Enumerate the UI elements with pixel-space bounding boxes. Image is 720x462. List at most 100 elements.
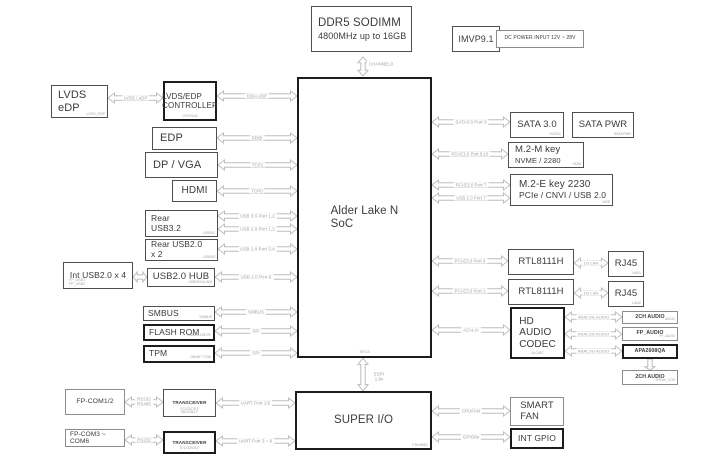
arrow-label-pcie30-port1: PCI-E3.0 Port 1: [452, 288, 488, 294]
arrow-label-rs232: RS232: [135, 437, 153, 443]
node-label: FP_AUDIO: [636, 330, 664, 337]
node-label: FP-COM3 ~ COM6: [70, 430, 106, 445]
node-edp: EDP: [152, 127, 217, 150]
arrow-label-lan2-1g: 1G LAN: [581, 290, 601, 296]
arrow-label-usb20-port8: USB 2.0 Port 8: [238, 274, 274, 280]
arrow-label-smbus: SMBUS: [245, 309, 267, 315]
node-label-secondary: NVME / 2280: [515, 155, 561, 165]
node-label: M.2-E key 2230: [519, 179, 591, 191]
node-part-number: S71232/78-F SB1C08G-F: [180, 406, 199, 415]
node-label: SMBUS: [148, 307, 179, 318]
node-label: HDMI: [181, 185, 208, 197]
node-part-number: DM25SL128TZF: [187, 333, 211, 338]
node-label: LVDS eDP: [58, 89, 87, 114]
arrow-label-pcie30-port7: PCI-E3.0 Port 7: [453, 182, 489, 188]
node-apa-audio-amp: APA2608QA: [622, 344, 678, 359]
arrow-label-spi-tpm: SPI: [250, 350, 262, 356]
node-part-number: FP_AUDIO: [659, 334, 675, 339]
node-rtl8111h-2: RTL8111H: [508, 279, 574, 305]
arrow-label-rs232-rs485: RS232 RS485: [135, 396, 153, 408]
node-part-number: ALC897: [531, 351, 544, 356]
node-label: RTL8111H: [518, 255, 564, 267]
node-part-number: USB03: [202, 254, 215, 259]
node-imvp: IMVP9.1: [452, 26, 500, 52]
node-label: EDP: [160, 132, 183, 145]
node-label: USB2.0 HUB: [152, 271, 210, 283]
arrow-label-analog-audio-2: ANALOG AUDIO: [575, 331, 612, 337]
arrow-label-analog-audio-1: ANALOG AUDIO: [575, 314, 612, 320]
node-part-number: LAN2: [632, 300, 641, 305]
arrow-label-ddia-edp: DDIA eDP: [244, 93, 270, 99]
arrow-label-azalia: AZALIA: [461, 327, 481, 333]
arrow-label-pcie30-port910: PCI-E3.0 Port 9,10: [449, 151, 491, 157]
node-label: DP / VGA: [153, 158, 202, 171]
node-label: APA2608QA: [634, 347, 666, 354]
node-part-number: SATA1: [549, 131, 561, 136]
node-part-number: M2E: [602, 199, 610, 204]
arrow-label-tcp0: TCP0: [249, 188, 265, 194]
node-label: SATA 3.0: [517, 118, 557, 130]
arrow-label-channel0: CHANNEL0: [366, 61, 396, 67]
node-dp-vga: DP / VGA: [145, 152, 218, 178]
arrow-speaker-out: [643, 358, 657, 371]
node-part-number: S71232N78-F: [179, 446, 200, 451]
arrow-label-lvds-edp: LVDS / eDP: [121, 95, 150, 101]
node-part-number: ON/INF T7266: [190, 355, 211, 360]
node-part-number: LAN1: [632, 270, 641, 275]
node-label: TRANSCEIVER: [172, 400, 207, 406]
arrow-label-analog-audio-3: ANALOG AUDIO: [575, 348, 612, 354]
arrow-label-sata30-port0: SATA3.0 Port 0: [453, 119, 489, 125]
node-label: Int USB2.0 x 4: [69, 269, 127, 280]
arrow-channel0: [356, 56, 370, 77]
node-label: FP-COM1/2: [76, 398, 114, 406]
node-label: 2CH AUDIO: [635, 373, 665, 380]
node-label-secondary: PCIe / CNVI / USB 2.0: [519, 190, 607, 201]
arrow-label-usb20-port7: USB 2.0 Port 7: [454, 195, 488, 201]
node-label: INT GPIO: [518, 432, 556, 443]
arrow-hub-int-link: [132, 270, 148, 284]
arrow-espi: [356, 357, 370, 392]
node-label: SMART FAN: [520, 399, 554, 422]
node-label: Rear USB2.0 x 2: [151, 239, 203, 259]
node-part-number: SPEAK_CON: [655, 378, 676, 383]
arrow-label-gpio8s: GPIO8s: [460, 434, 482, 440]
node-label: SATA PWR: [578, 118, 628, 130]
arrow-label-ddib: DDIB: [249, 135, 265, 141]
arrow-label-lan1-1g: 1G LAN: [581, 260, 601, 266]
node-label: Alder Lake N SoC: [330, 204, 399, 230]
node-part-number: F81966D: [412, 442, 428, 447]
node-part-number: LVDS_EDP: [86, 111, 105, 116]
arrow-label-spi-flash: SPI: [250, 328, 262, 334]
node-part-number: USB2G04U-B05: [188, 280, 212, 285]
node-label: RTL8111H: [518, 285, 564, 297]
node-fp-com12: FP-COM1/2: [65, 389, 125, 415]
node-label: Rear USB3.2: [151, 212, 181, 233]
node-dc-power-input: DC POWER INPUT 12V ~ 28V: [496, 30, 584, 48]
node-label: TRANSCEIVER: [172, 439, 207, 445]
arrow-label-espi: ESPI 1.8v: [371, 371, 387, 383]
node-part-number: AUDIO: [664, 317, 675, 322]
node-label: SUPER I/O: [333, 414, 394, 426]
node-label: M.2-M key: [515, 143, 561, 155]
node-label-secondary: 4800MHz up to 16GB: [318, 30, 407, 41]
arrow-label-usb20-port12: USB 2.0 Port 1,2: [238, 226, 277, 232]
